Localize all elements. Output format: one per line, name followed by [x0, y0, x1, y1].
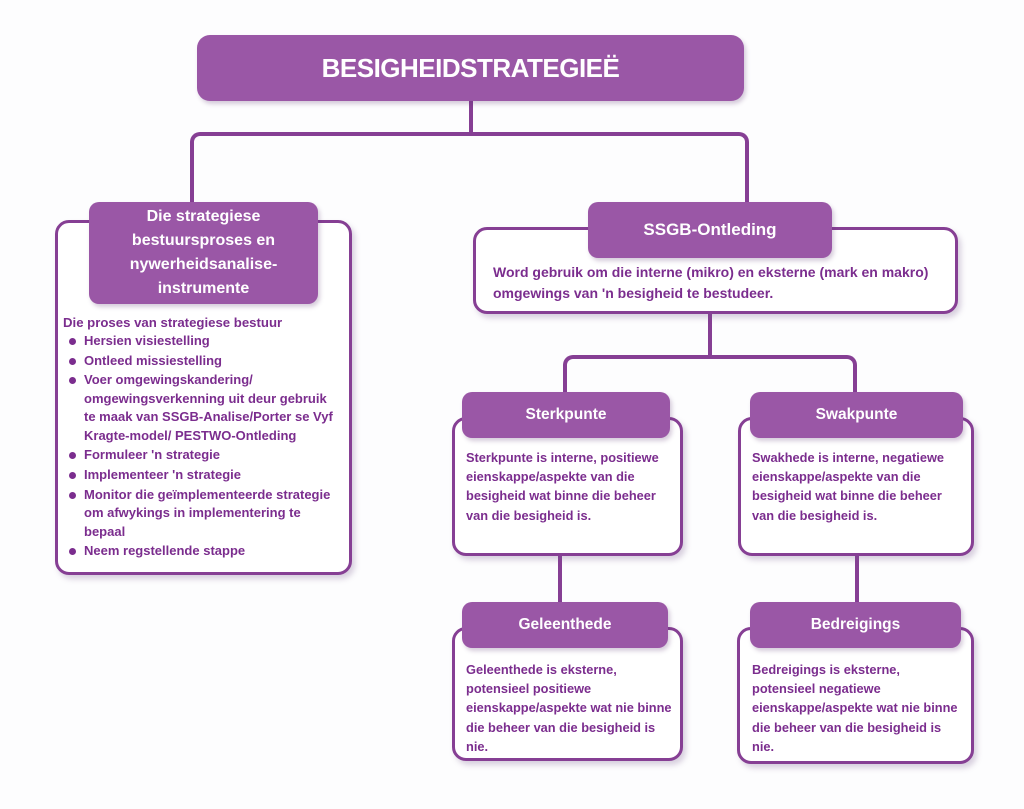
ssgb-description: Word gebruik om die interne (mikro) en e… — [493, 264, 929, 301]
sterkpunte-description: Sterkpunte is interne, positiewe eienska… — [466, 450, 659, 523]
bullet-icon — [69, 491, 76, 499]
list-item: Neem regstellende stappe — [63, 542, 339, 561]
list-item: Ontleed missiestelling — [63, 352, 339, 371]
connector-swakpunte-bedreigings — [855, 556, 859, 604]
sterkpunte-header: Sterkpunte — [462, 392, 670, 438]
list-item: Formuleer 'n strategie — [63, 446, 339, 465]
geleenthede-header: Geleenthede — [462, 602, 668, 648]
geleenthede-title: Geleenthede — [518, 616, 612, 633]
left-branch-header: Die strategiese bestuursproses en nywerh… — [89, 202, 318, 304]
sterkpunte-title: Sterkpunte — [525, 406, 607, 423]
list-item: Voer omgewingskandering/ omgewingsverken… — [63, 371, 339, 445]
root-node-besigheidstrategiee: BESIGHEIDSTRATEGIEË — [197, 35, 744, 101]
bullet-icon — [69, 452, 76, 460]
swakpunte-title: Swakpunte — [815, 406, 898, 423]
process-intro: Die proses van strategiese bestuur — [63, 315, 283, 330]
bullet-icon — [69, 472, 76, 480]
geleenthede-description: Geleenthede is eksterne, potensieel posi… — [466, 662, 672, 754]
connector-root-stem — [469, 100, 473, 136]
bedreigings-header: Bedreigings — [750, 602, 961, 648]
bullet-icon — [69, 338, 76, 345]
list-item: Hersien visiestelling — [63, 332, 339, 351]
sterkpunte-panel — [452, 417, 683, 556]
geleenthede-panel — [452, 627, 683, 761]
connector-sterkpunte-geleenthede — [558, 556, 562, 604]
bedreigings-title: Bedreigings — [810, 616, 901, 633]
swakpunte-description: Swakhede is interne, negatiewe eienskapp… — [752, 450, 945, 523]
bullet-icon — [69, 357, 76, 365]
list-item: Monitor die geïmplementeerde strategie o… — [63, 486, 339, 542]
swakpunte-header: Swakpunte — [750, 392, 963, 438]
connector-ssgb-stem — [708, 313, 712, 359]
bullet-icon — [69, 548, 76, 556]
list-item: Implementeer 'n strategie — [63, 466, 339, 485]
left-branch-content: Die proses van strategiese bestuur Hersi… — [63, 315, 339, 562]
ssgb-heading: SSGB-Ontleding — [643, 220, 777, 239]
ssgb-header: SSGB-Ontleding — [588, 202, 832, 258]
root-node-label: BESIGHEIDSTRATEGIEË — [321, 52, 620, 83]
process-steps-list: Hersien visiestelling Ontleed missiestel… — [63, 332, 339, 561]
bedreigings-description: Bedreigings is eksterne, potensieel nega… — [752, 662, 958, 754]
connector-ssgb-bridge — [563, 355, 857, 397]
left-branch-heading: Die strategiese bestuursproses en nywerh… — [129, 208, 278, 297]
connector-root-bridge — [190, 132, 749, 204]
bullet-icon — [69, 377, 76, 385]
swakpunte-panel — [738, 417, 974, 556]
